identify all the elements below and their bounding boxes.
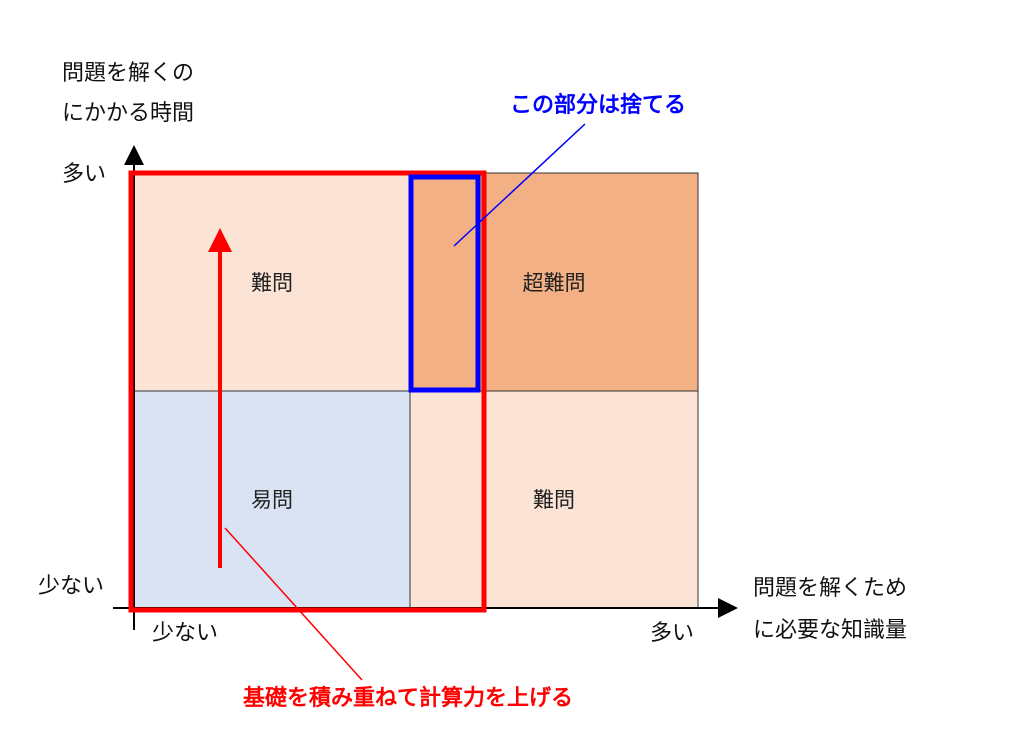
x-axis-low-label: 少ない — [152, 621, 218, 646]
quadrant-bottom-left — [132, 390, 411, 609]
quadrant-bottom-right — [409, 390, 699, 609]
build-up-leader-line — [224, 527, 363, 681]
quadrant-label-bottom-left: 易問 — [251, 488, 293, 512]
quadrant-top-left — [132, 172, 411, 392]
discard-leader-line — [453, 123, 586, 247]
quadrant-label-bottom-right: 難問 — [533, 488, 575, 512]
discard-region-blue — [408, 174, 481, 393]
focus-region-red — [128, 170, 487, 613]
quadrant-label-top-right: 超難問 — [523, 271, 586, 295]
y-axis-high-label: 多い — [62, 162, 106, 187]
build-up-annotation: 基礎を積み重ねて計算力を上げる — [243, 685, 573, 711]
discard-annotation: この部分は捨てる — [510, 92, 686, 118]
x-axis-title-line2: に必要な知識量 — [753, 618, 907, 643]
x-axis-title-line1: 問題を解くため — [753, 576, 907, 601]
quadrant-label-top-left: 難問 — [251, 271, 293, 295]
quadrant-top-right — [409, 172, 699, 392]
x-axis-high-label: 多い — [650, 621, 694, 646]
y-axis-title-line2: にかかる時間 — [62, 101, 194, 126]
y-axis-title-line1: 問題を解くの — [62, 61, 194, 86]
y-axis-low-label: 少ない — [38, 574, 104, 599]
